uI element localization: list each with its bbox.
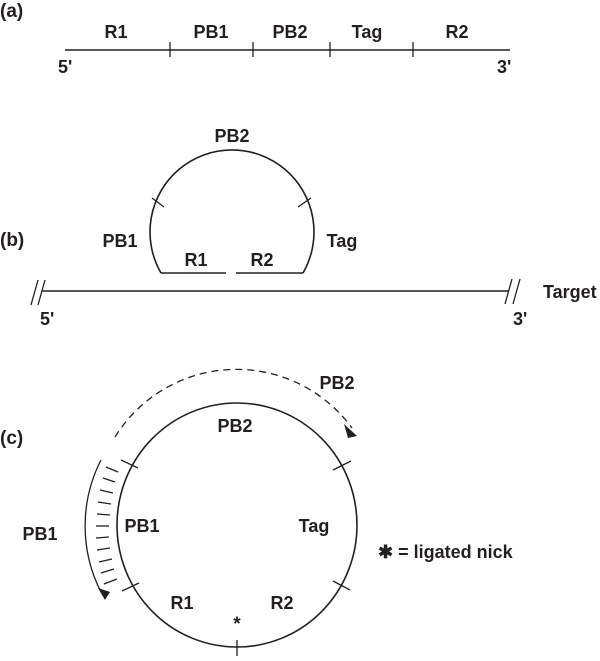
segment-tag-label: Tag — [352, 22, 383, 42]
circle-pb1-label: PB1 — [124, 516, 159, 536]
circle-r2-label: R2 — [270, 593, 293, 613]
pb1-arrowhead-icon — [98, 588, 110, 600]
five-prime-end-label: 5' — [58, 57, 72, 77]
pb2-dashed-arrow — [114, 368, 353, 438]
circle-tick-upper-right — [332, 460, 352, 471]
break-mark-left — [37, 279, 46, 306]
target-label: Target — [543, 282, 597, 302]
outer-pb2-label: PB2 — [319, 373, 354, 393]
probe-arc — [149, 149, 315, 274]
break-mark-right — [512, 278, 521, 305]
pb2-arrowhead-icon — [344, 424, 357, 438]
panel-c-label: (c) — [0, 428, 23, 449]
outer-pb1-label: PB1 — [22, 524, 57, 544]
arc-pb1-label: PB1 — [102, 231, 137, 251]
break-mark-right — [504, 278, 513, 305]
circle-pb2-label: PB2 — [217, 416, 252, 436]
ligated-nick-marker: * — [233, 614, 241, 635]
panel-a: (a) R1 PB1 PB2 Tag R2 5' 3' — [0, 1, 511, 77]
segment-pb1-label: PB1 — [193, 22, 228, 42]
circle-tick-upper-left — [120, 459, 139, 469]
segment-r1-label: R1 — [104, 22, 127, 42]
panel-b: (b) PB2 PB1 Tag R1 R2 Target 5' 3' — [0, 126, 597, 329]
panel-b-label: (b) — [0, 230, 24, 251]
arc-tick-left — [151, 197, 165, 208]
target-five-prime-label: 5' — [40, 309, 54, 329]
circle-tick-lower-right — [332, 580, 351, 591]
segment-r2-label: R2 — [445, 22, 468, 42]
target-three-prime-label: 3' — [513, 309, 527, 329]
arc-tick-right — [297, 197, 312, 208]
arm-r1-label: R1 — [184, 250, 207, 270]
pb1-hatched-arrow — [84, 459, 102, 593]
circle-tick-lower-left — [121, 582, 140, 592]
arc-tag-label: Tag — [327, 231, 358, 251]
arc-pb2-label: PB2 — [214, 126, 249, 146]
arm-r2-label: R2 — [250, 250, 273, 270]
ligated-nick-legend: ✱ = ligated nick — [378, 542, 514, 562]
break-mark-left — [30, 279, 39, 306]
circle-tag-label: Tag — [299, 516, 330, 536]
segment-pb2-label: PB2 — [272, 22, 307, 42]
pb1-hatch-marks — [95, 466, 119, 585]
three-prime-end-label: 3' — [497, 57, 511, 77]
circle-r1-label: R1 — [170, 593, 193, 613]
panel-c: (c) PB2 PB1 Tag R1 R2 * PB2 — [0, 368, 514, 656]
panel-a-label: (a) — [0, 1, 23, 22]
